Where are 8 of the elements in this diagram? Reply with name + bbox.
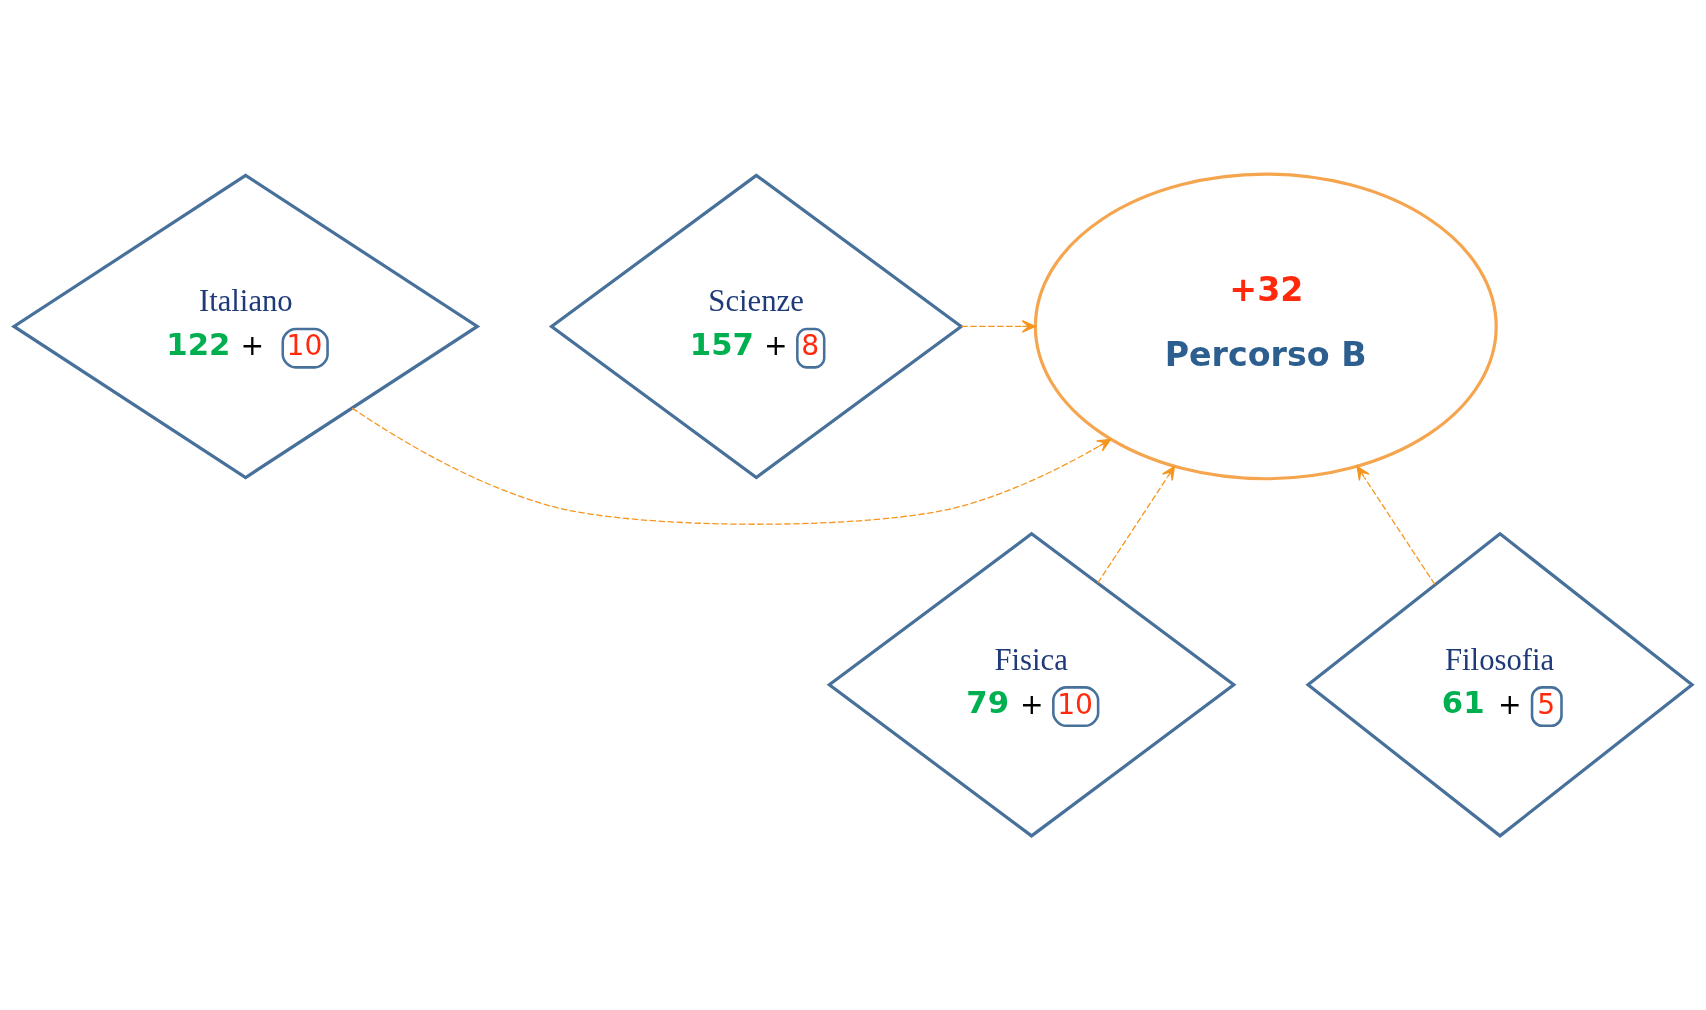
node-diamond: Fisica 79 + 10 <box>826 531 1237 838</box>
arrow <box>351 407 1112 525</box>
arrow <box>1097 465 1176 584</box>
node-diamond: Filosofia 61 + 5 <box>1305 531 1695 838</box>
node-diamond: Scienze 157 + 8 <box>548 173 964 480</box>
arrow <box>1356 465 1436 586</box>
node-diamond: Italiano 122 + 10 <box>11 173 481 480</box>
arrow <box>960 320 1036 333</box>
